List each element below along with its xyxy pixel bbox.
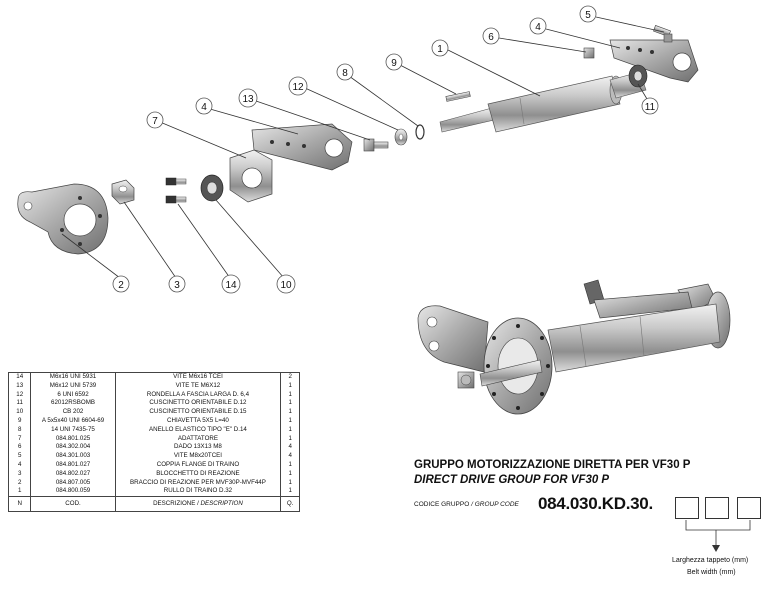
screw-m8-part — [653, 25, 673, 43]
roller-shaft-part — [439, 71, 647, 133]
group-code-label: CODICE GRUPPO / GROUP CODE — [414, 501, 519, 508]
svg-text:4: 4 — [201, 102, 207, 113]
screw-m6x16-part — [165, 177, 187, 204]
svg-text:10: 10 — [280, 280, 292, 291]
table-row: 10 CB 202 CUSCINETTO ORIENTABILE D.15 1 — [7, 408, 300, 417]
belt-width-pointer — [685, 520, 751, 552]
svg-text:1: 1 — [437, 44, 443, 55]
svg-text:7: 7 — [152, 116, 158, 127]
svg-text:8: 8 — [342, 68, 348, 79]
reaction-arm-part — [17, 183, 109, 255]
table-row: 3 084.802.027 BLOCCHETTO DI REAZIONE 1 — [7, 469, 300, 479]
table-row: 13 M6x12 UNI 5739 VITE TE M6X12 1 — [7, 381, 300, 391]
nut-part — [583, 47, 595, 59]
table-row: 11 62012RSBOMB CUSCINETTO ORIENTABILE D.… — [7, 399, 300, 409]
table-row: 12 6 UNI 6592 RONDELLA A FASCIA LARGA D.… — [7, 390, 300, 400]
svg-text:13: 13 — [242, 94, 254, 105]
code-box-3[interactable] — [737, 497, 761, 519]
svg-text:9: 9 — [391, 58, 397, 69]
reaction-block-part — [111, 179, 135, 205]
callout-5: 5 — [579, 5, 597, 23]
table-header-row: N COD. DESCRIZIONE / DESCRIPTION Q. — [7, 496, 300, 513]
svg-text:11: 11 — [645, 102, 656, 113]
callout-12: 12 — [288, 76, 308, 96]
svg-text:2: 2 — [118, 280, 124, 291]
washer-part — [394, 128, 408, 146]
table-row: 6 084.302.004 DADO 13X13 M8 4 — [7, 443, 300, 453]
callout-6: 6 — [482, 27, 500, 45]
table-row: 2 084.807.005 BRACCIO DI REAZIONE PER MV… — [7, 478, 300, 488]
bearing-d12-part — [628, 64, 648, 88]
svg-text:3: 3 — [174, 280, 180, 291]
title-italian: GRUPPO MOTORIZZAZIONE DIRETTA PER VF30 P — [414, 459, 691, 471]
callout-4-middle: 4 — [195, 97, 213, 115]
callout-13: 13 — [238, 88, 258, 108]
leader-lines — [61, 16, 665, 279]
drive-flange-top-part — [609, 39, 699, 83]
callout-11: 11 — [641, 97, 659, 115]
table-row: 5 084.301.003 VITE M8x20TCEI 4 — [7, 452, 300, 461]
svg-text:12: 12 — [292, 82, 304, 93]
table-row: 8 14 UNI 7435-75 ANELLO ELASTICO TIPO "E… — [7, 425, 300, 435]
table-row: 1 084.800.059 RULLO DI TRAINO D.32 1 — [7, 487, 300, 498]
callout-8: 8 — [336, 63, 354, 81]
svg-text:14: 14 — [225, 280, 237, 291]
adapter-part — [229, 149, 273, 203]
callout-14: 14 — [221, 274, 241, 294]
callout-3: 3 — [168, 275, 186, 293]
callout-9: 9 — [385, 53, 403, 71]
table-row: 14 M6x16 UNI 5931 VITE M6x16 TCEI 2 — [7, 371, 300, 382]
key-part — [445, 91, 471, 102]
belt-width-label-italian: Larghezza tappeto (mm) — [672, 557, 749, 564]
code-box-1[interactable] — [675, 497, 699, 519]
svg-text:5: 5 — [585, 10, 591, 21]
callout-1: 1 — [431, 39, 449, 57]
svg-text:4: 4 — [535, 22, 541, 33]
svg-text:6: 6 — [488, 32, 494, 43]
table-row: 9 A 5x5x40 UNI 6604-69 CHIAVETTA 5X5 L=4… — [7, 416, 300, 426]
circlip-part — [415, 124, 425, 140]
title-english: DIRECT DRIVE GROUP FOR VF30 P — [414, 474, 610, 486]
table-row: 7 084.801.025 ADATTATORE 1 — [7, 434, 300, 444]
screw-m6x12-part — [363, 138, 389, 152]
callout-2: 2 — [112, 275, 130, 293]
callout-7: 7 — [146, 111, 164, 129]
bearing-d15-part — [200, 174, 224, 202]
table-row: 4 084.801.027 COPPIA FLANGE DI TRAINO 1 — [7, 460, 300, 470]
drive-flange-middle-part — [251, 123, 353, 171]
code-box-2[interactable] — [705, 497, 729, 519]
belt-width-label-english: Belt width (mm) — [687, 569, 736, 576]
parts-list-table: 14 M6x16 UNI 5931 VITE M6x16 TCEI 2 13 M… — [7, 371, 300, 513]
group-code-value: 084.030.KD.30. — [538, 494, 653, 513]
assembled-view — [417, 279, 731, 415]
callout-10: 10 — [276, 274, 296, 294]
callout-4-top: 4 — [529, 17, 547, 35]
description-header: DESCRIZIONE / DESCRIPTION — [114, 496, 282, 513]
